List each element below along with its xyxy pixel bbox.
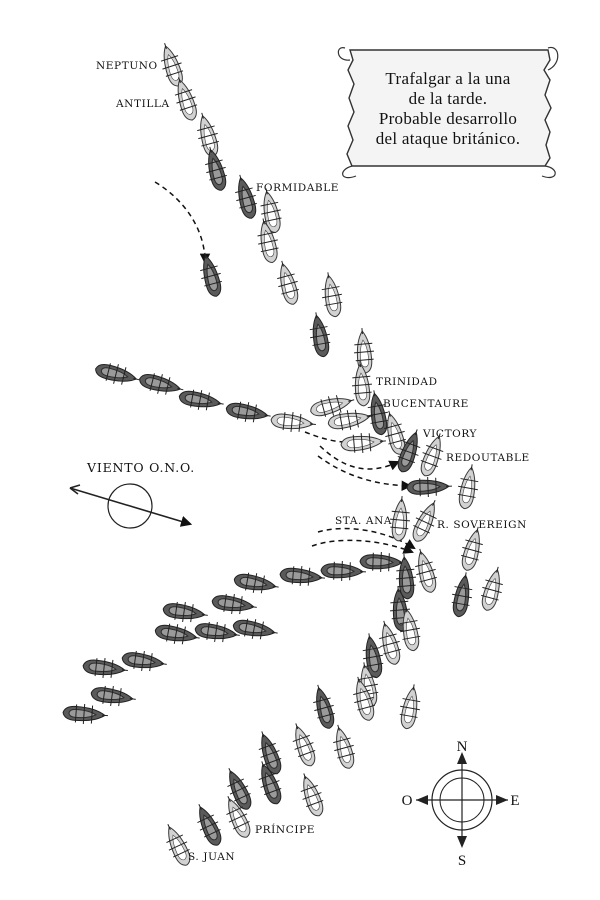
arrow-upper-left [154,181,211,265]
british-ship [232,569,281,598]
british-ship [231,615,280,644]
british-ship [448,570,477,619]
allied-ship [454,462,483,511]
british-ship [359,550,406,574]
title-line-1: Trafalgar a la una [385,69,510,88]
attack-arrows [154,181,416,554]
wind-label: VIENTO O.N.O. [86,460,195,475]
british-ship [210,590,259,618]
british-ship [120,647,169,675]
british-ship [320,559,367,583]
british-ship [406,475,453,499]
allied-ship [154,39,189,90]
arrow-to-redoutable [317,455,413,492]
british-ship [193,618,242,646]
allied-ship [293,769,330,820]
allied-ship [285,719,322,770]
label-victory: VICTORY [422,428,478,440]
allied-ship [191,109,224,160]
compass-west: O [402,793,413,809]
ship-labels: NEPTUNO ANTILLA FORMIDABLE TRINIDAD BUCE… [96,60,530,863]
british-ship [194,249,227,300]
british-ship [219,763,258,814]
british-ship [278,563,327,589]
allied-ship [317,270,346,319]
allied-ship [351,326,377,375]
title-line-2: de la tarde. [409,89,488,108]
allied-ship [271,257,304,308]
british-ship [61,702,110,727]
british-ship [189,799,228,850]
arrow-to-sta-ana-lower [311,539,414,554]
allied-ship [396,682,425,731]
title-line-3: Probable desarrollo [379,109,517,128]
title-scroll: Trafalgar a la una de la tarde. Probable… [337,46,559,179]
label-formidable: FORMIDABLE [256,182,339,194]
arrow-to-victory [319,445,400,471]
allied-ship [327,721,360,772]
allied-ship [456,523,489,574]
compass-south: S [458,853,466,869]
british-ship [136,368,187,401]
allied-ship [269,409,318,435]
wind-arrow-tail [69,484,81,495]
label-principe: PRÍNCIPE [255,822,315,836]
british-ship [307,681,340,732]
label-r-sovereign: R. SOVEREIGN [437,519,527,531]
compass-east: E [510,793,519,809]
label-trinidad: TRINIDAD [376,376,438,388]
british-ship [177,386,226,415]
british-ship [89,682,138,710]
allied-ship [409,545,442,596]
wind-indicator: VIENTO O.N.O. [69,460,195,529]
compass-rose: N S E O [402,739,520,869]
label-s-juan: S. JUAN [188,851,235,863]
british-ship [92,358,143,391]
label-neptuno: NEPTUNO [96,60,158,72]
british-ship [224,398,273,427]
label-antilla: ANTILLA [115,98,170,110]
label-redoutable: REDOUTABLE [446,452,530,464]
british-ship [229,171,262,222]
arrow-to-sta-ana-upper [317,527,416,550]
label-sta-ana: STA. ANA [335,515,392,527]
british-ship [161,598,210,626]
allied-ship [476,563,509,614]
british-ship [305,310,334,359]
title-line-4: del ataque británico. [376,129,521,148]
compass-north: N [457,739,468,755]
wind-circle [107,483,153,529]
british-ship [153,620,202,649]
wind-arrow [69,487,193,527]
british-ship [81,655,130,681]
label-bucentaure: BUCENTAURE [383,398,469,410]
